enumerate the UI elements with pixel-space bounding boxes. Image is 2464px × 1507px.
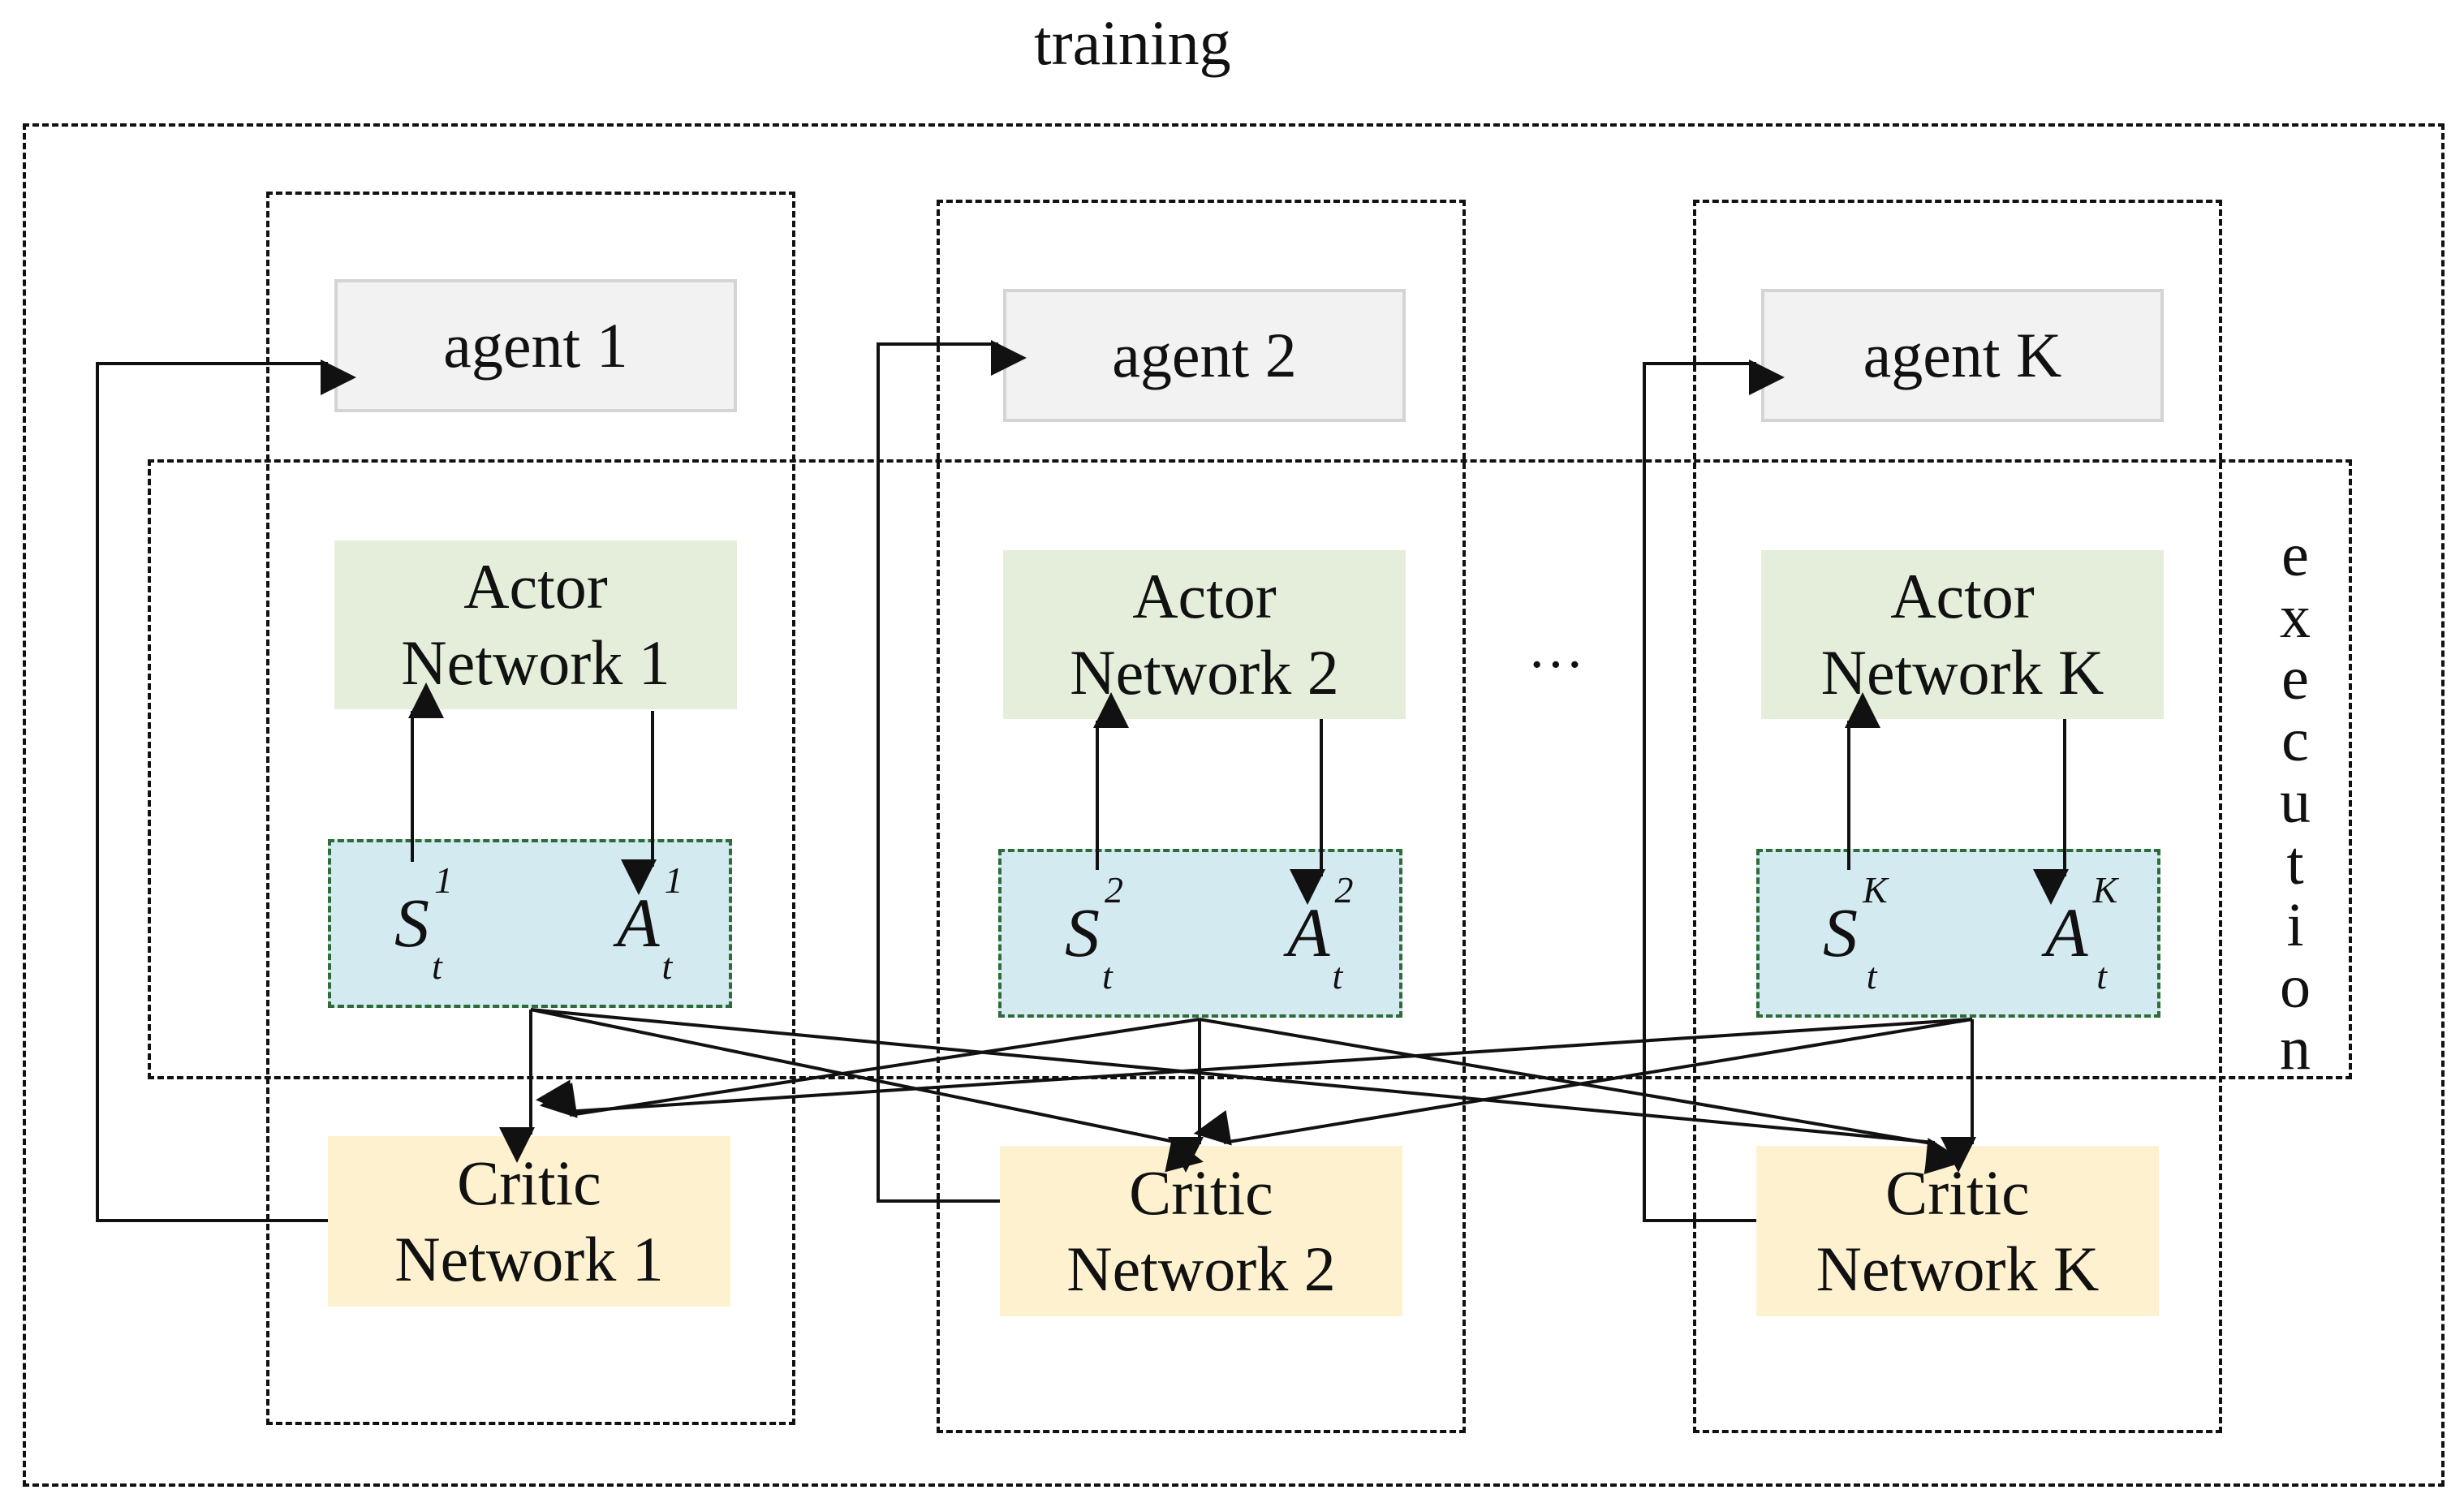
execution-letter: x: [2280, 583, 2311, 651]
actor-network-2-line1: Actor: [1132, 561, 1277, 632]
state-k-symbol: SKt: [1823, 869, 1888, 997]
agent-1-label: agent 1: [443, 310, 628, 381]
state-2-symbol: S2t: [1065, 869, 1123, 997]
action-k-symbol: AKt: [2045, 869, 2118, 997]
boxk-to-critic2: [1193, 1018, 1973, 1146]
state-action-box-1: S1t A1t: [328, 839, 732, 1008]
actor-network-1-line2: Network 1: [401, 627, 670, 698]
actor-network-1-line1: Actor: [463, 551, 608, 622]
box2-to-critick: [1199, 1018, 1962, 1174]
execution-letter: e: [2281, 521, 2309, 589]
execution-letter: o: [2280, 953, 2311, 1021]
actor-network-k-line1: Actor: [1890, 561, 2035, 632]
execution-letter: c: [2281, 706, 2309, 774]
execution-letter: n: [2280, 1014, 2311, 1083]
state-1-symbol: S1t: [394, 859, 453, 988]
agent-k-box: agent K: [1761, 289, 2164, 422]
execution-letter: i: [2286, 891, 2304, 959]
critic-network-2: Critic Network 2: [1000, 1146, 1402, 1316]
critic-network-1-line2: Network 1: [394, 1224, 664, 1294]
action-1-symbol: A1t: [617, 859, 683, 988]
feedback-arrow-k: [1643, 360, 1786, 1222]
boxk-to-critic1: [535, 1018, 1973, 1116]
box1-to-critic2: [530, 1008, 1204, 1173]
execution-letter: e: [2281, 644, 2309, 713]
critic-network-k: Critic Network K: [1756, 1146, 2159, 1316]
box2-to-critic1: [539, 1018, 1200, 1118]
execution-letter: t: [2286, 829, 2304, 898]
state-action-box-k: SKt AKt: [1756, 849, 2160, 1018]
action-2-symbol: A2t: [1287, 869, 1354, 997]
agent-k-boundary: [1693, 200, 2222, 1433]
feedback-arrow-2: [877, 340, 1027, 1203]
agent-1-boundary: [266, 192, 795, 1425]
feedback-arrow-1: [96, 360, 357, 1222]
box1-to-critick: [530, 1008, 1962, 1173]
critic-network-2-line2: Network 2: [1066, 1234, 1336, 1304]
agent-k-label: agent K: [1863, 320, 2062, 391]
agent-1-box: agent 1: [334, 279, 737, 412]
ellipsis: ···: [1527, 634, 1584, 696]
state-action-box-2: S2t A2t: [998, 849, 1402, 1018]
actor-network-k: Actor Network K: [1761, 550, 2164, 719]
agent-2-boundary: [937, 200, 1466, 1433]
training-label: training: [1034, 7, 1231, 78]
execution-letter: u: [2280, 768, 2311, 836]
critic-network-k-line2: Network K: [1816, 1234, 2100, 1304]
training-boundary: [23, 123, 2445, 1487]
agent-2-label: agent 2: [1112, 320, 1297, 391]
actor-network-1: Actor Network 1: [334, 540, 737, 709]
